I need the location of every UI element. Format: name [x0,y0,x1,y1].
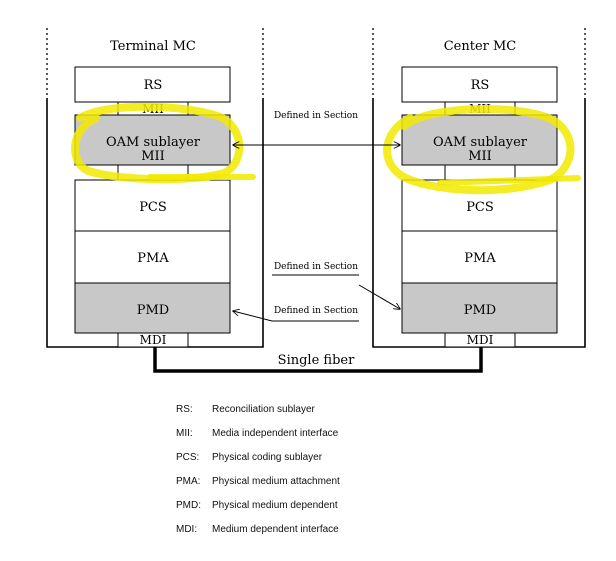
terminal-pmd-label: PMD [137,303,169,318]
legend-item-mdi: MDI: Medium dependent interface [176,524,476,548]
layer-diagram: Terminal MC RS MII OAM sublayer MII PCS … [46,28,586,373]
legend-desc: Medium dependent interface [212,524,339,535]
legend-item-rs: RS: Reconciliation sublayer [176,404,476,428]
single-fiber: Single fiber [153,347,483,373]
center-mc-title: Center MC [444,39,517,54]
oam-link: Defined in Section [233,111,400,145]
single-fiber-label: Single fiber [278,353,355,368]
center-oam-mii-label: MII [468,149,492,164]
center-rs-label: RS [471,78,490,93]
legend-abbr: MDI: [176,524,198,535]
pmd-bottom-link: Defined in Section [233,306,359,322]
pmd-bottom-label: Defined in Section [274,306,358,316]
legend-abbr: PMA: [176,476,201,487]
legend: RS: Reconciliation sublayer MII: Media i… [176,404,476,548]
legend-desc: Physical coding sublayer [212,452,323,463]
center-oam-label: OAM sublayer [433,135,528,150]
pmd-top-arrow [358,284,400,309]
legend-desc: Media independent interface [212,428,339,439]
terminal-oam-box [74,114,231,166]
terminal-pma-label: PMA [137,251,169,266]
terminal-rs-box [74,66,231,103]
pmd-top-label: Defined in Section [274,262,358,272]
terminal-mdi-box [117,332,189,348]
legend-abbr: PCS: [176,452,200,463]
legend-item-pcs: PCS: Physical coding sublayer [176,452,476,476]
terminal-oam-highlight [71,102,244,184]
legend-item-mii: MII: Media independent interface [176,428,476,452]
legend-desc: Physical medium attachment [212,476,340,487]
center-pma-box [401,230,558,284]
center-pmd-label: PMD [464,303,496,318]
legend-desc: Reconciliation sublayer [212,404,315,415]
center-pcs-label: PCS [466,200,494,215]
terminal-rs-label: RS [144,78,163,93]
terminal-pma-box [74,230,231,284]
pmd-top-link: Defined in Section [272,262,400,309]
terminal-pcs-label: PCS [139,200,167,215]
center-mc-panel: Center MC RS MII OAM sublayer MII PCS PM… [372,28,586,348]
center-oam-box [401,114,558,166]
terminal-mc-panel: Terminal MC RS MII OAM sublayer MII PCS … [46,28,264,348]
terminal-mc-title: Terminal MC [110,39,196,54]
legend-desc: Physical medium dependent [212,500,338,511]
oam-link-label: Defined in Section [274,111,358,121]
terminal-oam-mii-label: MII [141,149,165,164]
center-pma-label: PMA [464,251,496,266]
terminal-oam-label: OAM sublayer [106,135,201,150]
legend-item-pma: PMA: Physical medium attachment [176,476,476,500]
legend-item-pmd: PMD: Physical medium dependent [176,500,476,524]
center-oam-highlight-tail [437,175,581,186]
legend-abbr: PMD: [176,500,201,511]
terminal-pmd-box [74,282,231,334]
terminal-mdi-label: MDI [140,333,167,347]
pmd-bottom-arrow [233,311,273,322]
center-mdi-label: MDI [467,333,494,347]
legend-abbr: MII: [176,428,193,439]
legend-abbr: RS: [176,404,193,415]
single-fiber-line [153,347,483,373]
center-rs-box [401,66,558,103]
